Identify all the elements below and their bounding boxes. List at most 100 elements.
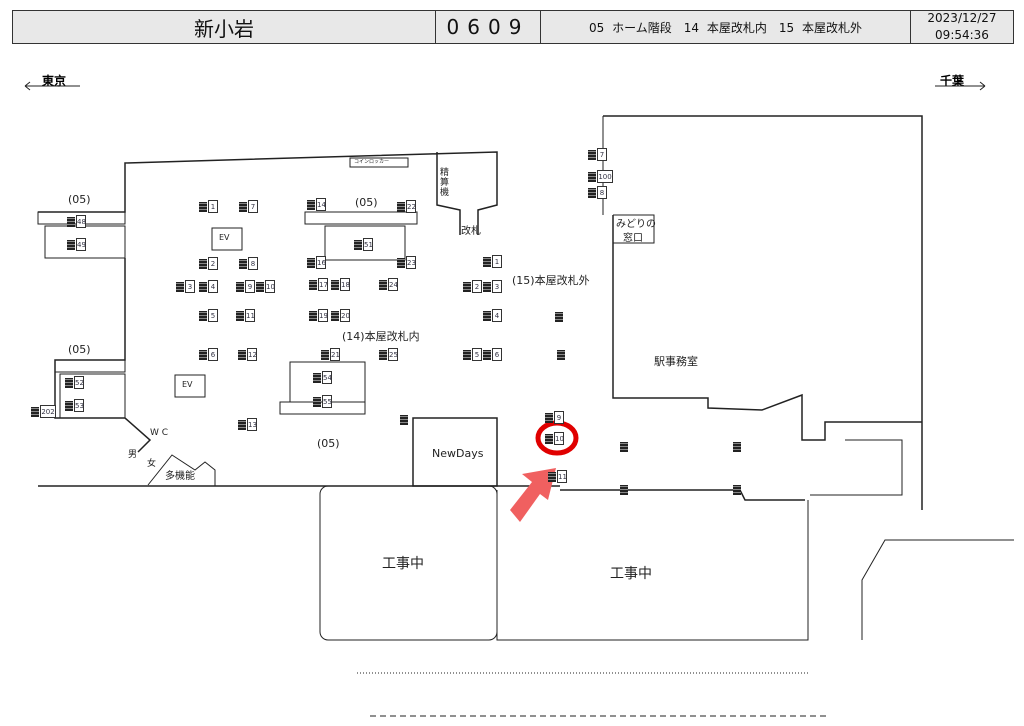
pillar-number: 4 — [492, 309, 502, 322]
pointer-arrow — [510, 468, 556, 522]
pillar-number: 48 — [76, 215, 86, 228]
pillar-number: 12 — [247, 348, 257, 361]
pillar-marker-icon — [313, 397, 321, 407]
ticket-gate-label: 改札 — [461, 226, 481, 237]
pillar-marker-icon — [331, 280, 339, 290]
pillar-number: 8 — [248, 257, 258, 270]
pillar-marker-icon — [199, 311, 207, 321]
pillar-marker-icon — [548, 472, 556, 482]
fare-adjust-label: 精算機 — [440, 168, 450, 198]
pillar-marker-icon — [483, 311, 491, 321]
pillar-number: 9 — [245, 280, 255, 293]
newdays-label: NewDays — [432, 447, 484, 460]
pillar-marker-icon — [483, 350, 491, 360]
pillar-number: 10 — [265, 280, 275, 293]
pillar-number: 11 — [245, 309, 255, 322]
women-label: 女 — [147, 459, 157, 469]
pillar-number: 51 — [363, 238, 373, 251]
pillar-number: 52 — [74, 376, 84, 389]
pillar-number: 1 — [492, 255, 502, 268]
pillar-marker-icon — [176, 282, 184, 292]
pillar-marker-icon — [236, 282, 244, 292]
area-legend: 05 ホーム階段 14 本屋改札内 15 本屋改札外 — [540, 10, 911, 44]
pillar-number: 23 — [406, 256, 416, 269]
pillar-number: 2 — [472, 280, 482, 293]
pillar-number: 10 — [554, 432, 564, 445]
pillar-marker-icon — [238, 420, 246, 430]
pillar-marker-icon — [588, 188, 596, 198]
pillar-marker-icon — [483, 282, 491, 292]
pillar-marker-icon — [313, 373, 321, 383]
pillar-marker-icon — [67, 217, 75, 227]
pillar-marker-icon — [199, 282, 207, 292]
pillar-number: 5 — [208, 309, 218, 322]
pillar-marker-icon — [31, 407, 39, 417]
midori-label: みどりの — [616, 219, 656, 230]
pillar-marker-icon — [239, 202, 247, 212]
pillar-number: 1 — [208, 200, 218, 213]
pillar-number: 20 — [340, 309, 350, 322]
pillar-number: 17 — [318, 278, 328, 291]
pillar-marker-icon — [588, 150, 596, 160]
stairs-label: (05) — [355, 196, 378, 209]
station-code: 0609 — [435, 10, 541, 44]
stairs-label: (05) — [68, 193, 91, 206]
pillar-marker-icon — [483, 257, 491, 267]
pillar-number: 8 — [597, 186, 607, 199]
pillar-marker-icon — [397, 258, 405, 268]
pillar-marker-icon — [199, 202, 207, 212]
pillar-number: 49 — [76, 238, 86, 251]
pillar-marker-icon — [379, 280, 387, 290]
pillar-marker-icon — [463, 282, 471, 292]
pillar-number: 7 — [597, 148, 607, 161]
pillar-number: 100 — [597, 170, 613, 183]
construction-label: 工事中 — [610, 566, 652, 582]
pillar-number: 53 — [74, 399, 84, 412]
pillar-marker-icon — [309, 311, 317, 321]
pillar-number: 24 — [388, 278, 398, 291]
pillar-number: 7 — [248, 200, 258, 213]
pillar-number: 14 — [316, 198, 326, 211]
stairs-label: (05) — [317, 437, 340, 450]
pillar-number: 3 — [185, 280, 195, 293]
pillar-marker-icon — [557, 350, 565, 360]
pillar-number: 18 — [340, 278, 350, 291]
pillar-marker-icon — [733, 442, 741, 452]
midori-label-2: 窓口 — [623, 233, 643, 244]
pillar-marker-icon — [307, 200, 315, 210]
wc-label: W C — [150, 428, 169, 438]
pillar-number: 11 — [557, 470, 567, 483]
direction-chiba: 千葉 — [940, 74, 965, 88]
pillar-marker-icon — [397, 202, 405, 212]
outside-gate-label: (15)本屋改札外 — [512, 274, 590, 287]
pillar-number: 3 — [492, 280, 502, 293]
pillar-number: 9 — [554, 411, 564, 424]
pillar-number: 2 — [208, 257, 218, 270]
pillar-number: 6 — [492, 348, 502, 361]
pillar-marker-icon — [354, 240, 362, 250]
pillar-number: 19 — [318, 309, 328, 322]
direction-tokyo: 東京 — [42, 74, 67, 88]
time: 09:54:36 — [935, 28, 989, 42]
pillar-marker-icon — [545, 434, 553, 444]
construction-label: 工事中 — [382, 556, 424, 572]
pillar-number: 55 — [322, 395, 332, 408]
pillar-marker-icon — [733, 485, 741, 495]
pillar-marker-icon — [555, 312, 563, 322]
pillar-marker-icon — [309, 280, 317, 290]
pillar-number: 54 — [322, 371, 332, 384]
pillar-marker-icon — [400, 415, 408, 425]
ev-label: EV — [182, 380, 193, 389]
pillar-marker-icon — [67, 240, 75, 250]
pillar-number: 4 — [208, 280, 218, 293]
men-label: 男 — [128, 450, 138, 460]
stairs-label: (05) — [68, 343, 91, 356]
pillar-number: 6 — [208, 348, 218, 361]
pillar-marker-icon — [238, 350, 246, 360]
pillar-marker-icon — [199, 259, 207, 269]
pillar-number: 25 — [388, 348, 398, 361]
pillar-marker-icon — [236, 311, 244, 321]
pillar-marker-icon — [321, 350, 329, 360]
coin-locker-label: コインロッカー — [354, 159, 390, 165]
office-label: 駅事務室 — [654, 355, 698, 368]
